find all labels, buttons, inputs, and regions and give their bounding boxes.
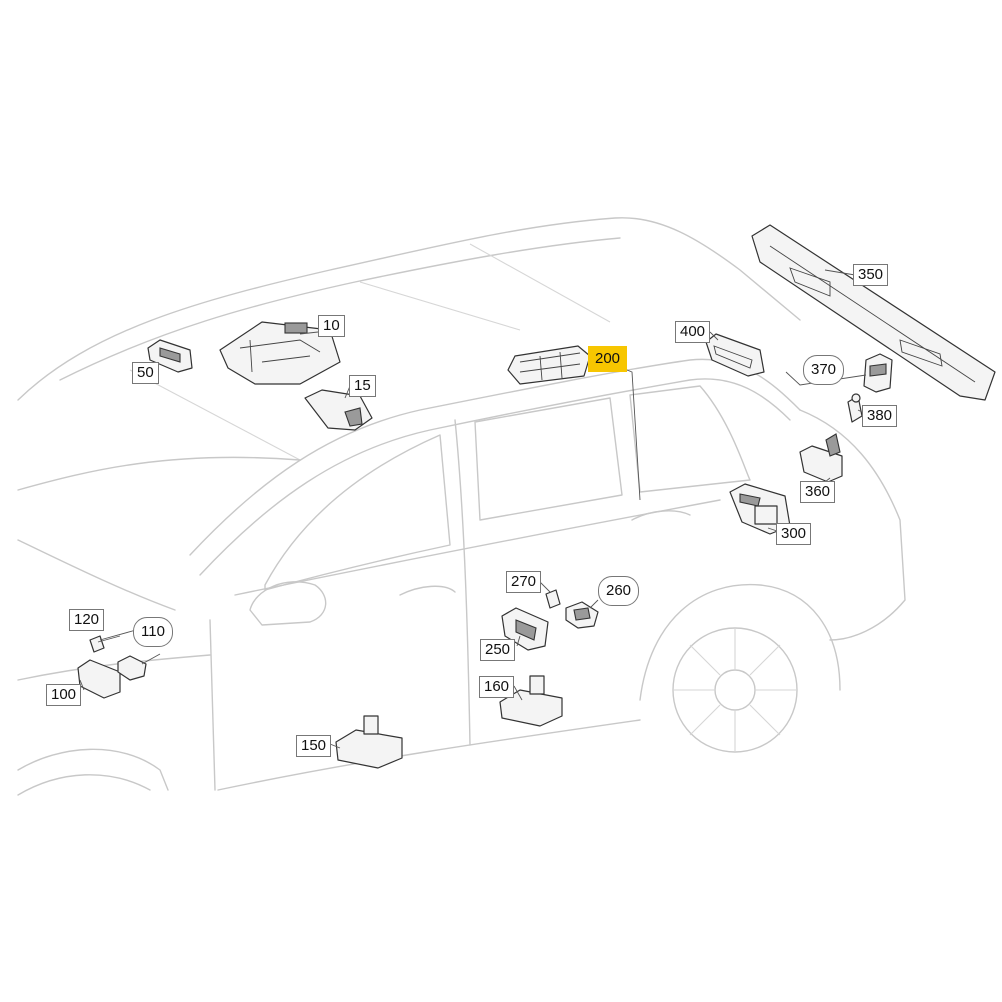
part-120-bulb	[89, 635, 105, 653]
part-10-overhead-console	[219, 321, 341, 385]
callout-350[interactable]: 350	[853, 264, 889, 286]
callout-15[interactable]: 15	[349, 375, 376, 397]
part-50-switch	[147, 339, 193, 373]
callout-120[interactable]: 120	[69, 609, 105, 631]
callout-370[interactable]: 370	[803, 355, 845, 385]
callout-50[interactable]: 50	[132, 362, 159, 384]
callout-260[interactable]: 260	[598, 576, 640, 606]
callout-400[interactable]: 400	[675, 321, 711, 343]
callout-360[interactable]: 360	[800, 481, 836, 503]
part-150-door-lamp	[335, 715, 403, 769]
part-160-door-lamp	[499, 675, 563, 727]
callout-300[interactable]: 300	[776, 523, 812, 545]
part-200-roof-control	[507, 345, 591, 385]
part-260-connector	[565, 601, 599, 629]
part-400-handle	[705, 333, 765, 377]
part-100-lamp	[77, 659, 121, 699]
callout-270[interactable]: 270	[506, 571, 542, 593]
part-380-bulb	[847, 393, 863, 423]
callout-200-highlighted[interactable]: 200	[588, 346, 628, 372]
callout-100[interactable]: 100	[46, 684, 82, 706]
part-300-socket	[729, 483, 791, 535]
part-270-bulb	[545, 589, 561, 609]
part-360-lamp	[799, 433, 843, 483]
callout-10[interactable]: 10	[318, 315, 345, 337]
callout-380[interactable]: 380	[862, 405, 898, 427]
callout-150[interactable]: 150	[296, 735, 332, 757]
callout-160[interactable]: 160	[479, 676, 515, 698]
part-370-connector	[863, 353, 893, 393]
part-15-lamp	[304, 389, 373, 431]
callout-110[interactable]: 110	[133, 617, 173, 647]
callout-250[interactable]: 250	[480, 639, 516, 661]
part-350-rear-trim	[751, 224, 996, 401]
part-110-connector	[117, 655, 147, 681]
